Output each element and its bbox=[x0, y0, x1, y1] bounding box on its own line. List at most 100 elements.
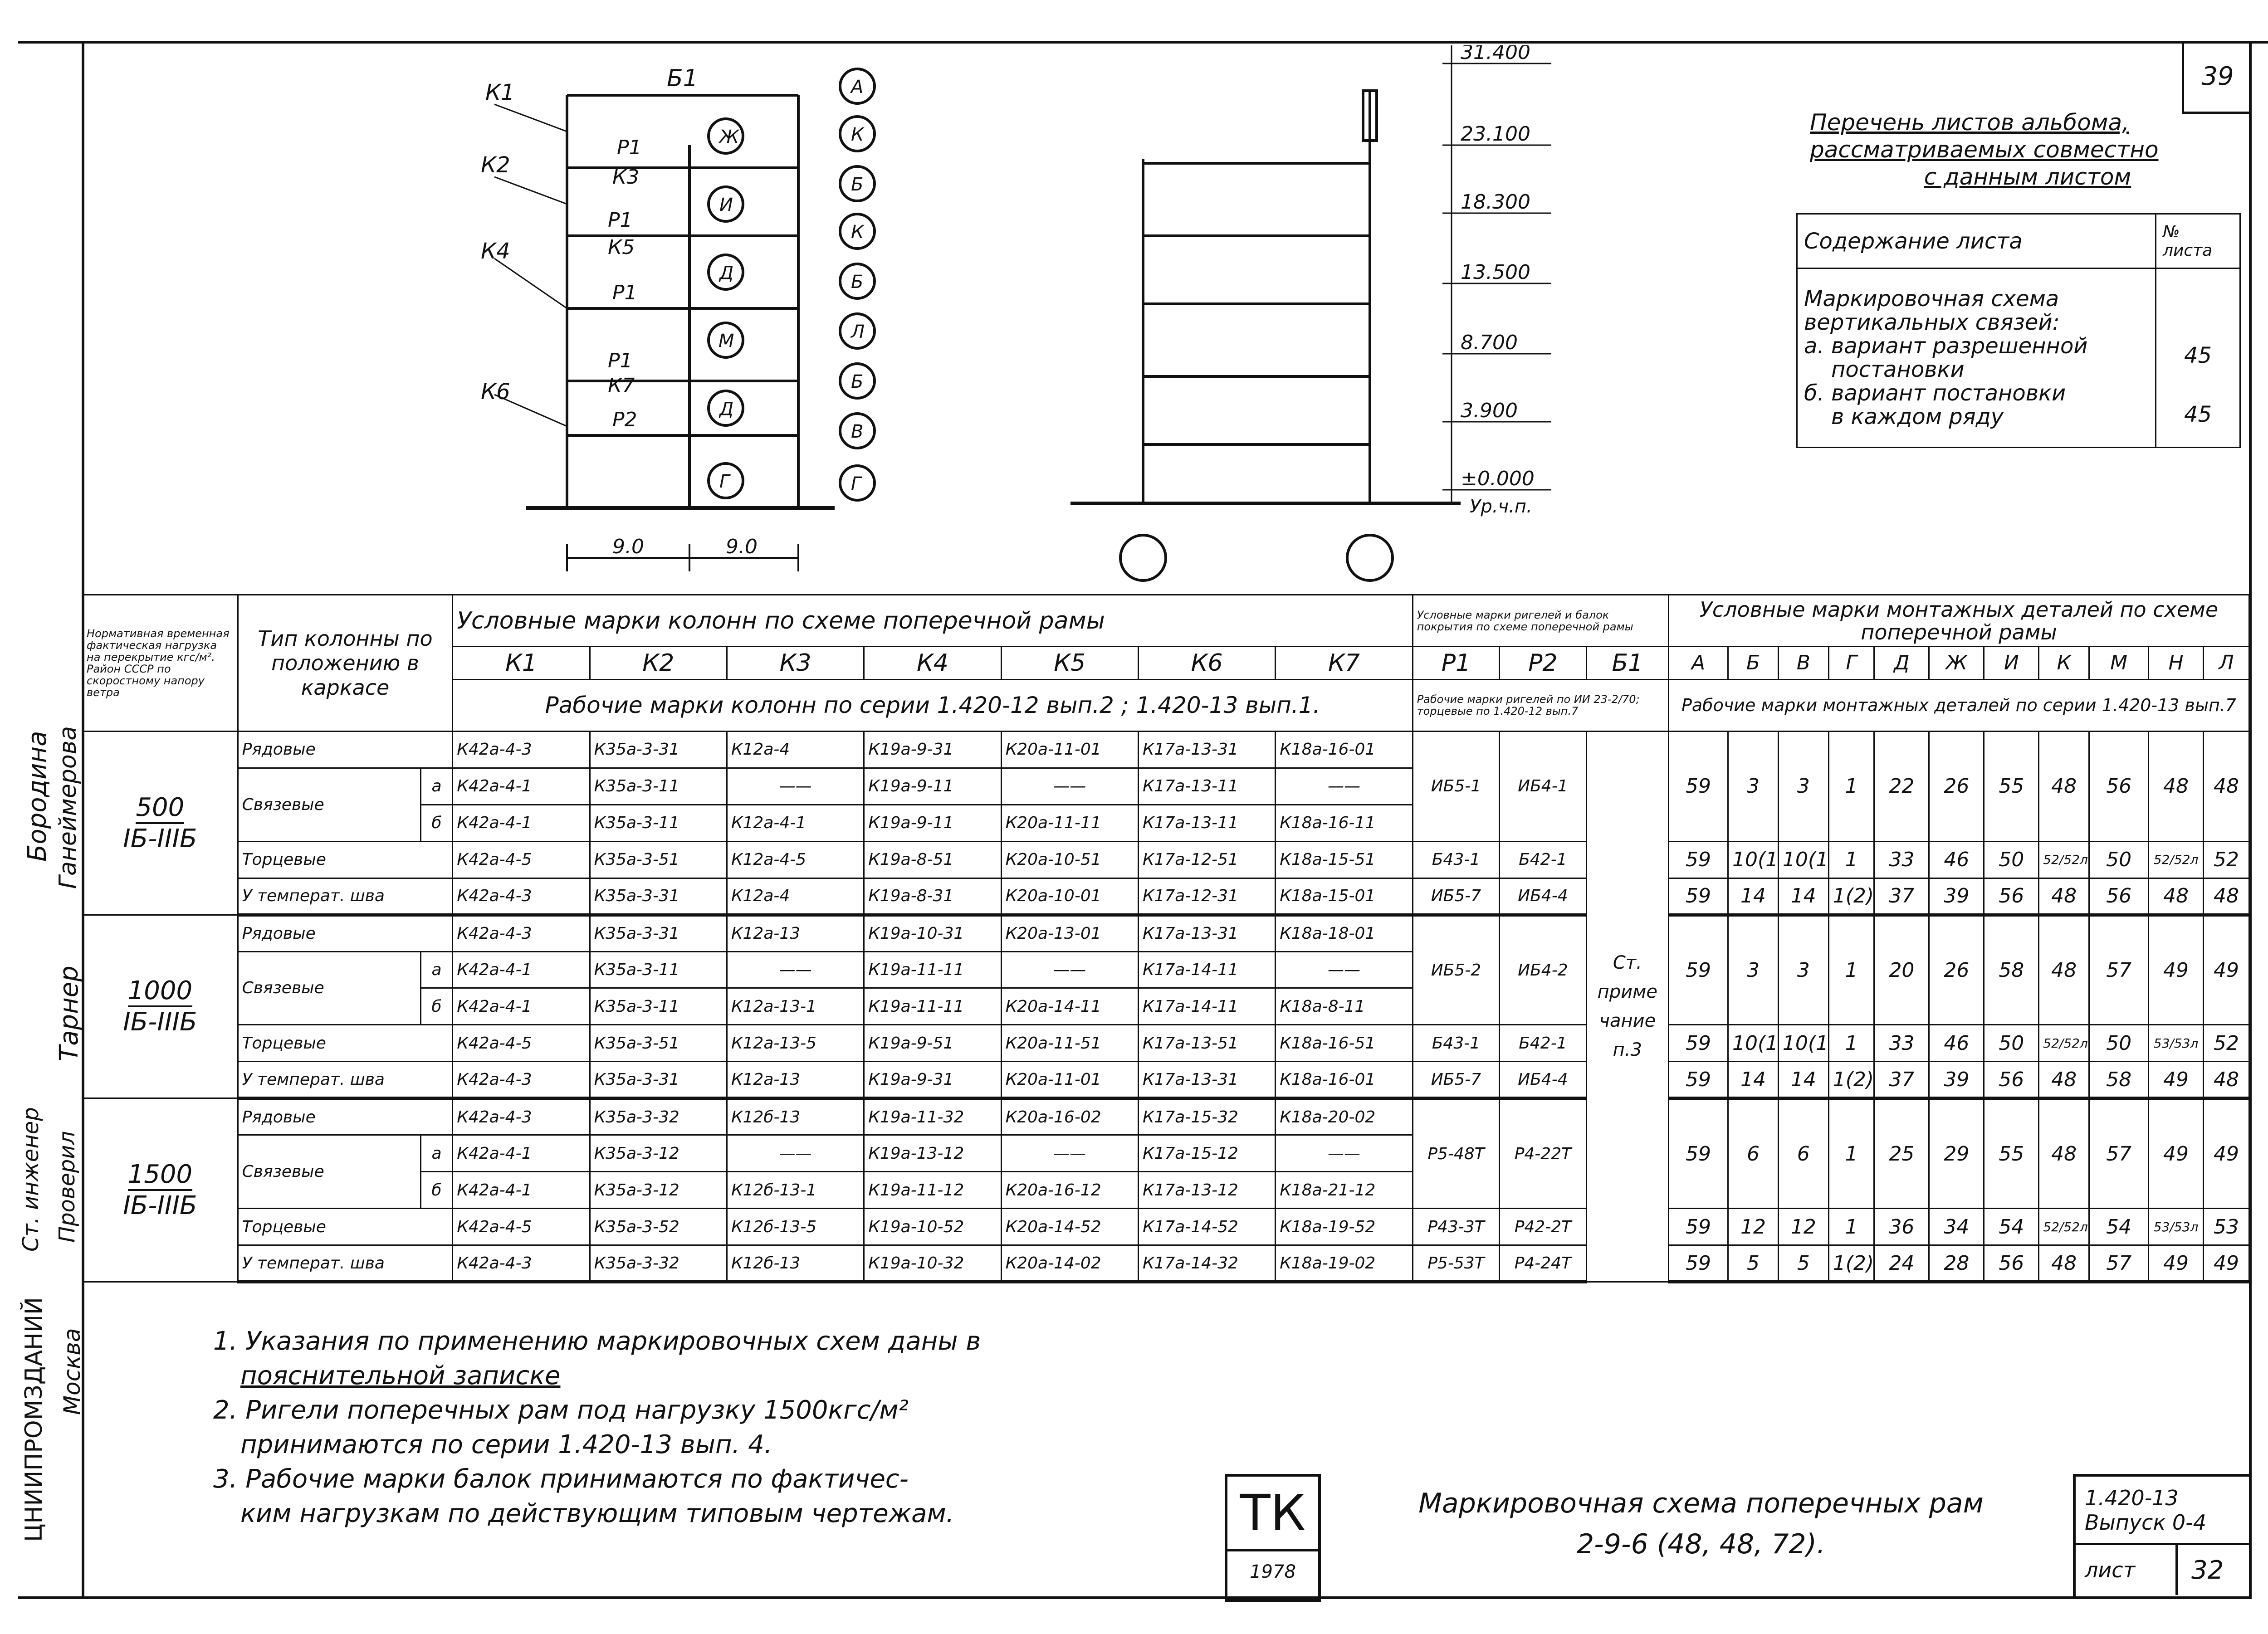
column-mark-cell: К18а-15-51 bbox=[1275, 840, 1413, 879]
sheet-num-a: 45 bbox=[2184, 343, 2212, 368]
mark-k7: К7 bbox=[1275, 646, 1413, 680]
marks-row: К1 К2 К3 К4 К5 К6 К7 Р1 Р2 Б1 А Б В Г Д … bbox=[83, 646, 2250, 680]
circle-r-8: В bbox=[851, 421, 863, 442]
column-mark-cell: К35а-3-11 bbox=[589, 951, 728, 989]
mount-cell: 50 bbox=[2088, 840, 2150, 879]
rig-p2-cell: Р4-24Т bbox=[1499, 1244, 1587, 1283]
column-mark-cell: К20а-14-52 bbox=[1000, 1208, 1139, 1246]
sheet-list-nums: 45 45 bbox=[2155, 268, 2241, 448]
sheet-num-b: 45 bbox=[2184, 402, 2212, 427]
mount-cell: 52 bbox=[2203, 840, 2250, 879]
rig-p2-cell: Р42-2Т bbox=[1499, 1208, 1587, 1246]
type-cell: Торцевые bbox=[237, 840, 454, 879]
mount-cell: 52/52л bbox=[2038, 840, 2090, 879]
column-mark-cell: К17а-14-11 bbox=[1137, 951, 1276, 989]
mount-cell: 56 bbox=[2088, 877, 2150, 917]
circle-r-9: Г bbox=[851, 473, 862, 494]
mount-cell: 57 bbox=[2088, 914, 2150, 1026]
mount-cell: 52/52л bbox=[2038, 1208, 2090, 1246]
type-cell: Рядовые bbox=[237, 914, 454, 952]
column-mark-cell: К12а-4-5 bbox=[726, 840, 865, 879]
column-mark-cell: К12а-4 bbox=[726, 730, 865, 769]
mount-cell: 1 bbox=[1828, 730, 1875, 842]
mount-cell: 48 bbox=[2038, 1244, 2090, 1283]
mount-d: Д bbox=[1873, 646, 1930, 680]
column-mark-cell: —— bbox=[1275, 951, 1413, 989]
column-mark-cell: К17а-13-11 bbox=[1137, 767, 1276, 805]
column-mark-cell: К42а-4-1 bbox=[452, 1134, 591, 1173]
column-mark-cell: —— bbox=[1275, 767, 1413, 805]
rig-p1-cell: ИБ5-1 bbox=[1412, 730, 1501, 842]
desc-line-5: б. вариант постановки bbox=[1804, 380, 2066, 406]
mount-a: А bbox=[1668, 646, 1729, 680]
rig-p2-cell: ИБ4-4 bbox=[1499, 877, 1587, 917]
span-1: 9.0 bbox=[612, 535, 644, 558]
load-value: 500 bbox=[136, 793, 185, 824]
column-mark-cell: К12б-13 bbox=[726, 1097, 865, 1136]
mount-cell: 37 bbox=[1873, 877, 1930, 917]
column-mark-cell: К18а-15-01 bbox=[1275, 877, 1413, 917]
hdr-cond-mount: Условные марки монтажных деталей по схем… bbox=[1668, 594, 2250, 648]
column-mark-cell: К42а-4-3 bbox=[452, 1061, 591, 1100]
mount-l: Л bbox=[2203, 646, 2250, 680]
mount-cell: 10(11) bbox=[1727, 1024, 1779, 1063]
sub-cell: б bbox=[420, 804, 454, 842]
mount-cell: 49 bbox=[2148, 1061, 2204, 1100]
mount-cell: 50 bbox=[1983, 840, 2040, 879]
stamp-year: 1978 bbox=[1250, 1561, 1296, 1582]
mount-cell: 3 bbox=[1727, 914, 1779, 1026]
mount-cell: 10(11) bbox=[1777, 1024, 1829, 1063]
wind-value: IБ-IIIБ bbox=[123, 824, 197, 854]
hdr-cond-rig: Условные марки ригелей и балок покрытия … bbox=[1412, 594, 1670, 648]
rig-p2-cell: ИБ4-4 bbox=[1499, 1061, 1587, 1100]
mount-cell: 6 bbox=[1777, 1097, 1829, 1210]
column-mark-cell: К18а-8-11 bbox=[1275, 987, 1413, 1026]
sheet-number-box: 39 bbox=[2182, 44, 2251, 114]
column-mark-cell: К19а-11-11 bbox=[863, 987, 1002, 1026]
sub-cell: а bbox=[420, 1134, 454, 1173]
column-mark-cell: К17а-15-32 bbox=[1137, 1097, 1276, 1136]
side-label-bottom: ЦНИИПРОМЗДАНИЙ bbox=[20, 1297, 48, 1542]
column-mark-cell: —— bbox=[1275, 1134, 1413, 1173]
column-mark-cell: —— bbox=[1000, 767, 1139, 805]
label-k2: К2 bbox=[481, 152, 510, 178]
mark-k5: К5 bbox=[1000, 646, 1139, 680]
column-mark-cell: К19а-9-11 bbox=[863, 804, 1002, 842]
column-mark-cell: К12а-4 bbox=[726, 877, 865, 917]
mount-cell: 37 bbox=[1873, 1061, 1930, 1100]
rig-p1-cell: ИБ5-7 bbox=[1412, 877, 1501, 917]
column-mark-cell: К17а-13-31 bbox=[1137, 914, 1276, 952]
circle-r-2: К bbox=[851, 124, 865, 145]
mount-n: Н bbox=[2148, 646, 2204, 680]
mount-cell: 1 bbox=[1828, 1208, 1875, 1246]
column-mark-cell: К12а-13 bbox=[726, 914, 865, 952]
outer-frame-right bbox=[2249, 41, 2252, 1596]
load-value: 1500 bbox=[127, 1160, 193, 1191]
hdr-work-cols: Рабочие марки колонн по серии 1.420-12 в… bbox=[452, 678, 1413, 732]
column-mark-cell: К35а-3-31 bbox=[589, 1061, 728, 1100]
type-cell: Торцевые bbox=[237, 1208, 454, 1246]
column-mark-cell: К35а-3-11 bbox=[589, 987, 728, 1026]
mount-cell: 3 bbox=[1777, 914, 1829, 1026]
mount-cell: 48 bbox=[2203, 730, 2250, 842]
circle-r-5: Б bbox=[851, 272, 863, 293]
circle-r-7: Б bbox=[851, 371, 863, 392]
mount-cell: 20 bbox=[1873, 914, 1930, 1026]
column-mark-cell: К17а-13-51 bbox=[1137, 1024, 1276, 1063]
column-mark-cell: —— bbox=[1000, 1134, 1139, 1173]
circle-r-1: А bbox=[850, 77, 863, 98]
mount-cell: 49 bbox=[2148, 1097, 2204, 1210]
mount-cell: 57 bbox=[2088, 1097, 2150, 1210]
mount-cell: 14 bbox=[1727, 1061, 1779, 1100]
column-mark-cell: К17а-14-11 bbox=[1137, 987, 1276, 1026]
side-label-top: Бородина bbox=[23, 731, 52, 862]
type-cell: У температ. шва bbox=[237, 1244, 454, 1283]
circle-label-2: И bbox=[719, 195, 733, 215]
column-mark-cell: К19а-9-11 bbox=[863, 767, 1002, 805]
mount-cell: 1(2) bbox=[1828, 877, 1875, 917]
elev-3: 18.300 bbox=[1461, 190, 1530, 214]
circle-label-1: Ж bbox=[718, 127, 740, 147]
label-p2: Р2 bbox=[612, 408, 637, 431]
